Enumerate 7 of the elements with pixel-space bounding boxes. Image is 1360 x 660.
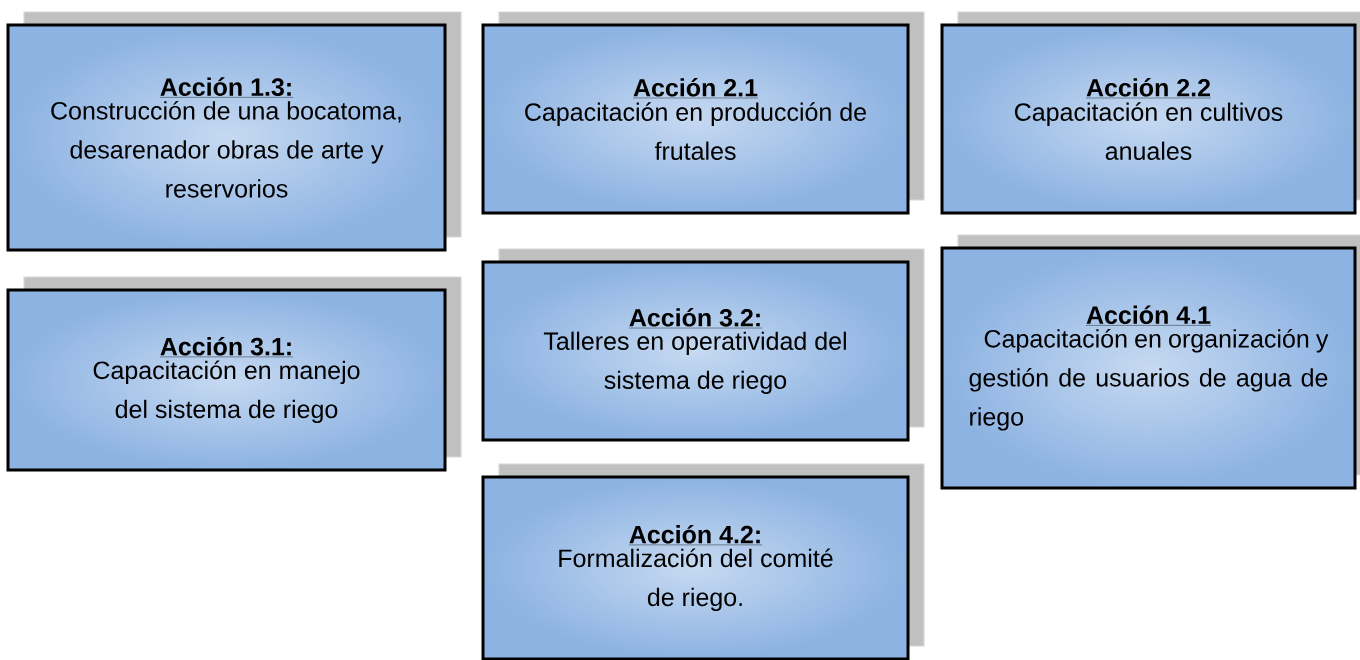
action-box: Acción 3.2: Talleres en operatividad del sistema de riego <box>481 248 925 442</box>
action-box: Acción 4.1 Capacitación en organización y gestión de usuarios de agua de riego <box>940 234 1360 490</box>
action-box: Acción 4.2: Formalización del comité de riego. <box>481 463 925 660</box>
action-box: Acción 1.3: Construcción de una bocatoma, desarenador obras de arte y reservorios <box>6 11 462 252</box>
action-box: Acción 3.1: Capacitación en manejo del sistema de riego <box>6 276 462 472</box>
action-box: Acción 2.1 Capacitación en producción de frutales <box>481 11 925 215</box>
action-box: Acción 2.2 Capacitación en cultivos anuales <box>940 11 1360 215</box>
